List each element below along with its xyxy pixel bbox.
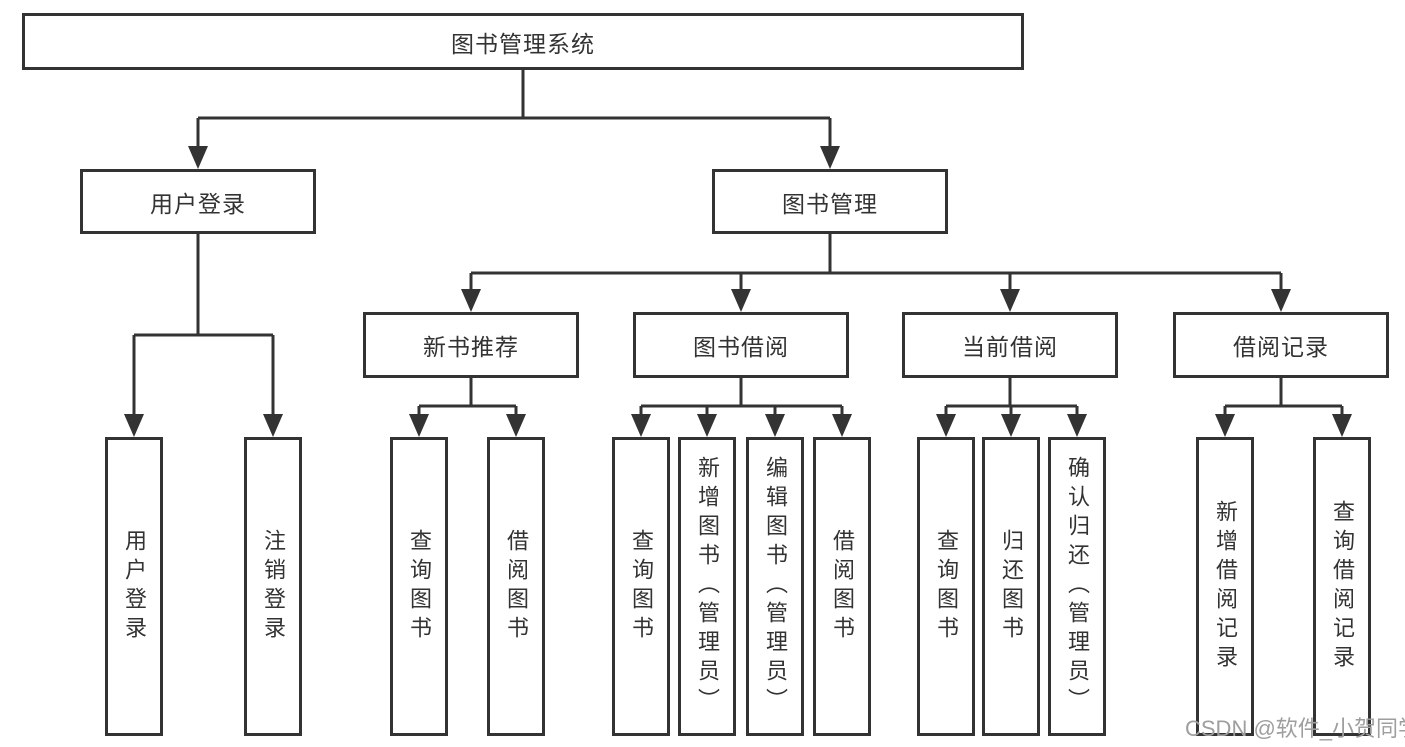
- leaf-query-book-recommend: 查询图书: [390, 437, 448, 736]
- leaf-user-login-label: 用户登录: [122, 528, 147, 645]
- node-current-borrow-label: 当前借阅: [962, 334, 1058, 360]
- node-root-label: 图书管理系统: [451, 30, 595, 57]
- node-book-management-label: 图书管理: [782, 190, 878, 217]
- leaf-return-book: 归还图书: [982, 437, 1040, 736]
- leaf-logout-label: 注销登录: [261, 528, 286, 645]
- node-current-borrow: 当前借阅: [902, 312, 1118, 378]
- csdn-watermark: CSDN @软件_小贺同学: [1185, 716, 1405, 741]
- node-borrow-record: 借阅记录: [1173, 312, 1389, 378]
- node-new-book-recommend-label: 新书推荐: [423, 334, 519, 360]
- leaf-query-borrow-record-label: 查询借阅记录: [1330, 499, 1355, 674]
- leaf-add-borrow-record-label: 新增借阅记录: [1213, 499, 1238, 674]
- leaf-borrow-book-recommend-label: 借阅图书: [504, 528, 529, 645]
- leaf-user-login: 用户登录: [105, 437, 163, 736]
- node-user-login: 用户登录: [80, 169, 316, 234]
- leaf-logout: 注销登录: [244, 437, 302, 736]
- leaf-edit-book-admin-label: 编辑图书（管理员）: [763, 456, 788, 717]
- node-book-borrow-label: 图书借阅: [693, 334, 789, 360]
- leaf-edit-book-admin: 编辑图书（管理员）: [746, 437, 804, 736]
- leaf-query-book-current-label: 查询图书: [934, 528, 959, 645]
- leaf-borrow-book: 借阅图书: [813, 437, 871, 736]
- leaf-borrow-book-label: 借阅图书: [830, 528, 855, 645]
- leaf-query-book-recommend-label: 查询图书: [407, 528, 432, 645]
- leaf-add-borrow-record: 新增借阅记录: [1196, 437, 1254, 736]
- node-new-book-recommend: 新书推荐: [363, 312, 579, 378]
- leaf-query-book-borrow-label: 查询图书: [629, 528, 654, 645]
- node-borrow-record-label: 借阅记录: [1233, 334, 1329, 360]
- leaf-add-book-admin: 新增图书（管理员）: [678, 437, 736, 736]
- leaf-confirm-return-admin-label: 确认归还（管理员）: [1065, 456, 1090, 717]
- leaf-query-borrow-record: 查询借阅记录: [1313, 437, 1371, 736]
- leaf-query-book-borrow: 查询图书: [612, 437, 670, 736]
- node-book-borrow: 图书借阅: [633, 312, 849, 378]
- leaf-add-book-admin-label: 新增图书（管理员）: [695, 456, 720, 717]
- node-user-login-label: 用户登录: [150, 190, 246, 217]
- leaf-borrow-book-recommend: 借阅图书: [487, 437, 545, 736]
- leaf-return-book-label: 归还图书: [999, 528, 1024, 645]
- node-root: 图书管理系统: [22, 13, 1024, 70]
- leaf-confirm-return-admin: 确认归还（管理员）: [1048, 437, 1106, 736]
- node-book-management: 图书管理: [712, 169, 948, 234]
- leaf-query-book-current: 查询图书: [917, 437, 975, 736]
